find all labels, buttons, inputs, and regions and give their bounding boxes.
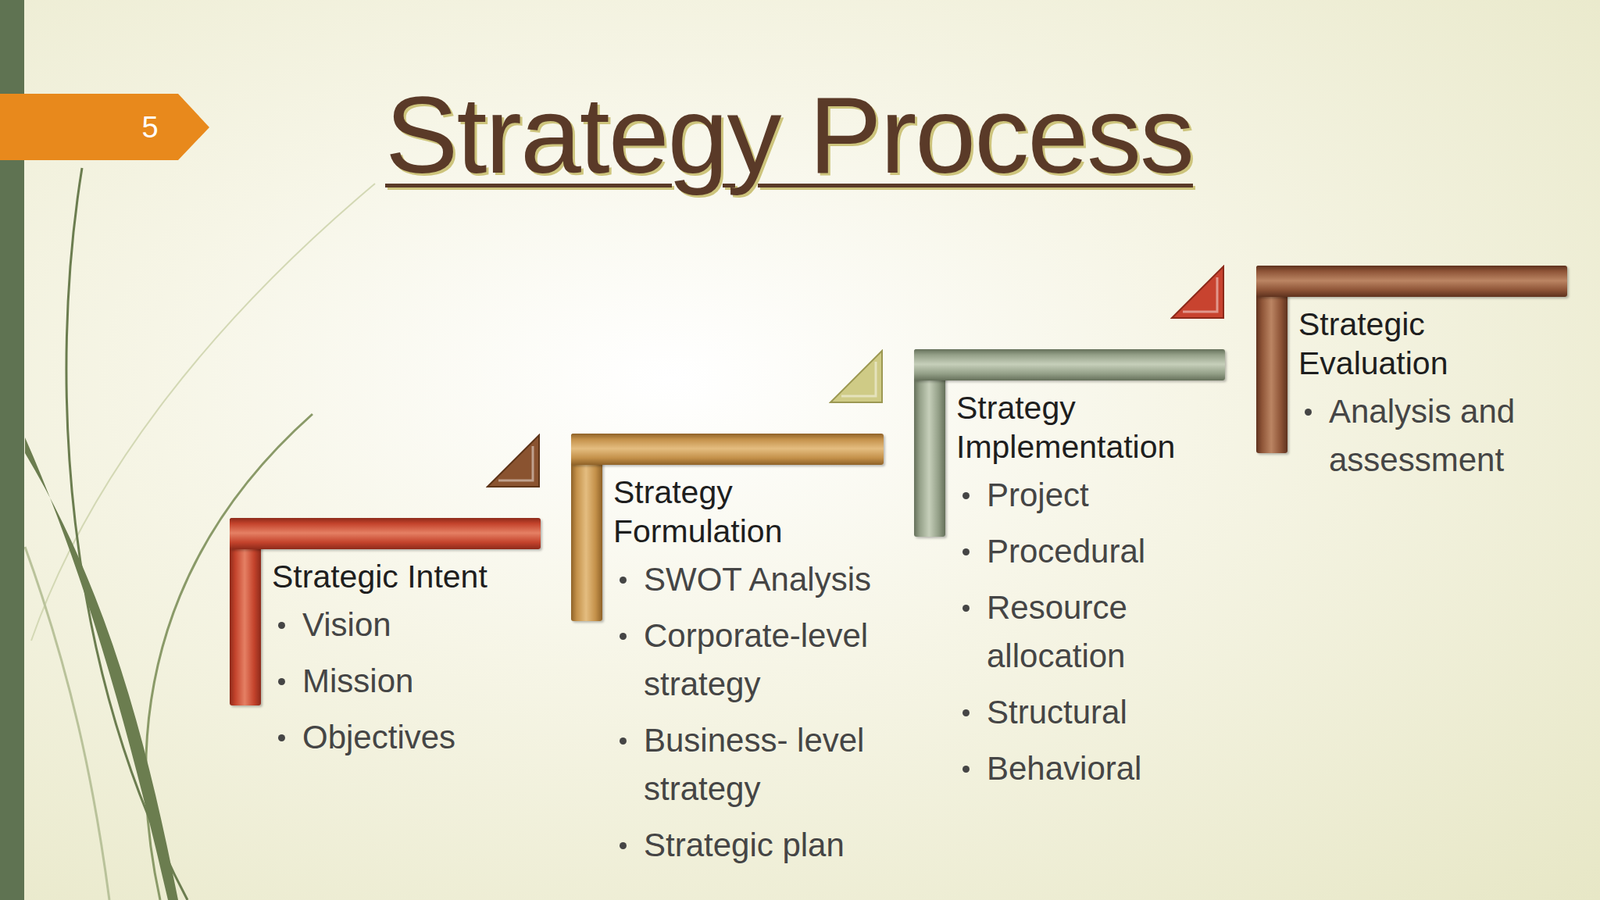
bullet-dot [962, 492, 970, 500]
step-heading: Strategic Evaluation [1298, 304, 1494, 383]
step-heading: Strategic Intent [271, 557, 541, 597]
step-heading: Strategy Formulation [613, 472, 797, 551]
step-triangle-highlight [498, 446, 533, 481]
step-triangle-highlight [1182, 277, 1218, 312]
bullet-text: Analysis and assessment [1328, 392, 1515, 479]
bullet-item: Mission [302, 657, 553, 706]
step-bar-horizontal [571, 433, 884, 465]
step-triangle [1170, 264, 1225, 320]
bullet-dot [619, 632, 627, 640]
bullet-list: SWOT AnalysisCorporate-level strategyBus… [643, 555, 884, 870]
decor-curve [66, 167, 188, 900]
step-triangle-shape [830, 350, 883, 403]
bullet-text: SWOT Analysis [643, 560, 872, 598]
bullet-text: Structural [986, 693, 1128, 731]
number-tab [0, 93, 210, 161]
bullet-item: Project [986, 471, 1222, 520]
bullet-dot [1304, 408, 1312, 416]
decor-leaf [25, 437, 179, 900]
bullet-dot [619, 737, 627, 745]
bullet-item: Strategic plan [643, 821, 902, 870]
bullet-item: Business- level strategy [643, 716, 902, 814]
bullet-dot [962, 548, 970, 556]
bullet-dot [962, 709, 970, 717]
decor-curve [25, 546, 110, 900]
bullet-text: Objectives [302, 718, 456, 756]
bullet-item: Analysis and assessment [1328, 387, 1564, 485]
step-triangle-highlight [841, 361, 876, 397]
bullet-item: Resource allocation [986, 583, 1222, 681]
bullet-dot [278, 678, 286, 686]
slide-number: 5 [117, 109, 183, 146]
bullet-dot [962, 604, 970, 612]
bullet-item: Behavioral [986, 744, 1222, 793]
decor-curve [146, 414, 313, 900]
bullet-list: VisionMissionObjectives [302, 600, 541, 762]
bullet-text: Business- level strategy [643, 721, 865, 808]
bullet-text: Corporate-level strategy [643, 617, 868, 703]
bullet-item: Structural [986, 688, 1222, 737]
bullet-item: SWOT Analysis [643, 555, 902, 604]
step-box: Strategic EvaluationAnalysis and assessm… [1256, 265, 1568, 493]
bullet-dot [278, 621, 286, 629]
bullet-item: Procedural [986, 527, 1222, 576]
step-heading: Strategy Implementation [956, 388, 1191, 467]
bullet-dot [619, 842, 627, 850]
bullet-text: Vision [302, 606, 392, 643]
step-triangle-shape [487, 435, 540, 487]
bullet-text: Strategic plan [643, 826, 845, 864]
bullet-item: Vision [302, 600, 553, 650]
step-bar-horizontal [914, 349, 1225, 381]
bullet-list: Analysis and assessment [1328, 387, 1568, 485]
step-box: Strategy FormulationSWOT AnalysisCorpora… [571, 433, 884, 878]
step-triangle-shape [1171, 266, 1224, 318]
bullet-text: Resource allocation [986, 589, 1128, 675]
step-bar-horizontal [229, 517, 541, 550]
bullet-text: Procedural [986, 532, 1146, 570]
bullet-list: ProjectProceduralResource allocationStru… [986, 471, 1225, 793]
step-triangle [828, 349, 884, 404]
bullet-text: Behavioral [986, 750, 1142, 787]
bullet-dot [619, 576, 627, 584]
bullet-text: Mission [302, 662, 414, 700]
slide-title: Strategy Process [320, 80, 1258, 190]
step-box: Strategy ImplementationProjectProcedural… [914, 349, 1225, 801]
bullet-item: Objectives [302, 713, 553, 762]
bullet-item: Corporate-level strategy [643, 611, 902, 709]
step-triangle [485, 433, 541, 489]
bullet-dot [278, 734, 286, 742]
bullet-text: Project [986, 476, 1090, 514]
bullet-dot [962, 765, 970, 773]
step-bar-horizontal [1256, 265, 1568, 297]
step-box: Strategic IntentVisionMissionObjectives [229, 517, 541, 770]
